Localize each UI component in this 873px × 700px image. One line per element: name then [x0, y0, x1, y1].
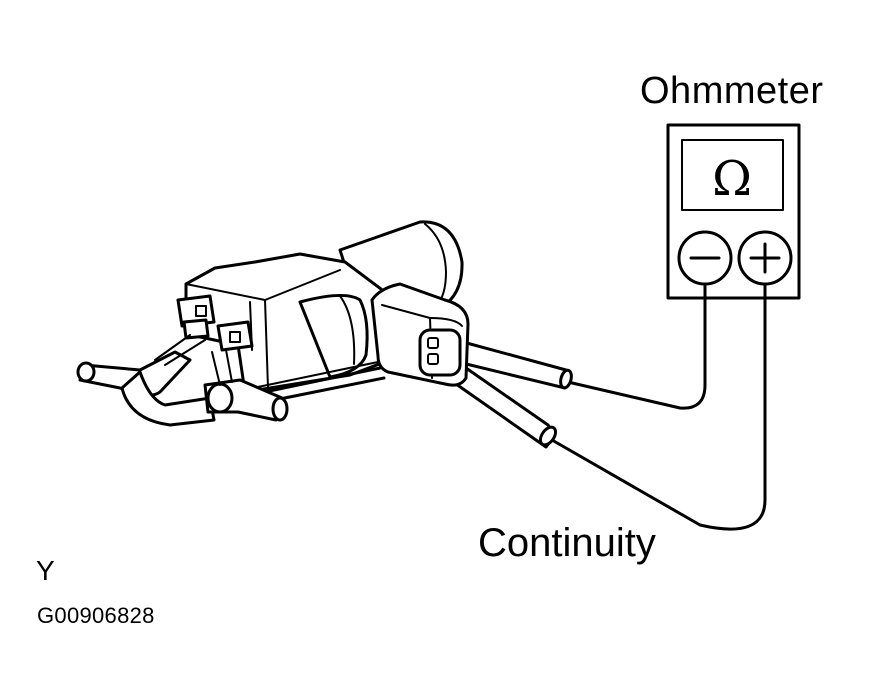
vacuum-port-left [76, 334, 216, 427]
ohmmeter-body [666, 123, 801, 300]
test-leads [428, 282, 767, 531]
ohmmeter-display [681, 139, 784, 211]
probe-lower [428, 358, 558, 449]
ohmmeter: Ω [666, 123, 801, 300]
ohm-symbol: Ω [712, 151, 752, 207]
positive-lead-wire [550, 282, 767, 531]
terminal-1 [427, 337, 439, 349]
connector-socket [418, 328, 462, 377]
continuity-label: Continuity [478, 521, 656, 565]
negative-lead-wire [566, 282, 707, 410]
vacuum-port-right [203, 349, 289, 422]
ohmmeter-label: Ohmmeter [640, 70, 824, 112]
view-letter: Y [36, 555, 55, 586]
solenoid-valve [76, 220, 470, 427]
terminal-2 [427, 353, 439, 365]
figure-code: G00906828 [37, 603, 155, 628]
